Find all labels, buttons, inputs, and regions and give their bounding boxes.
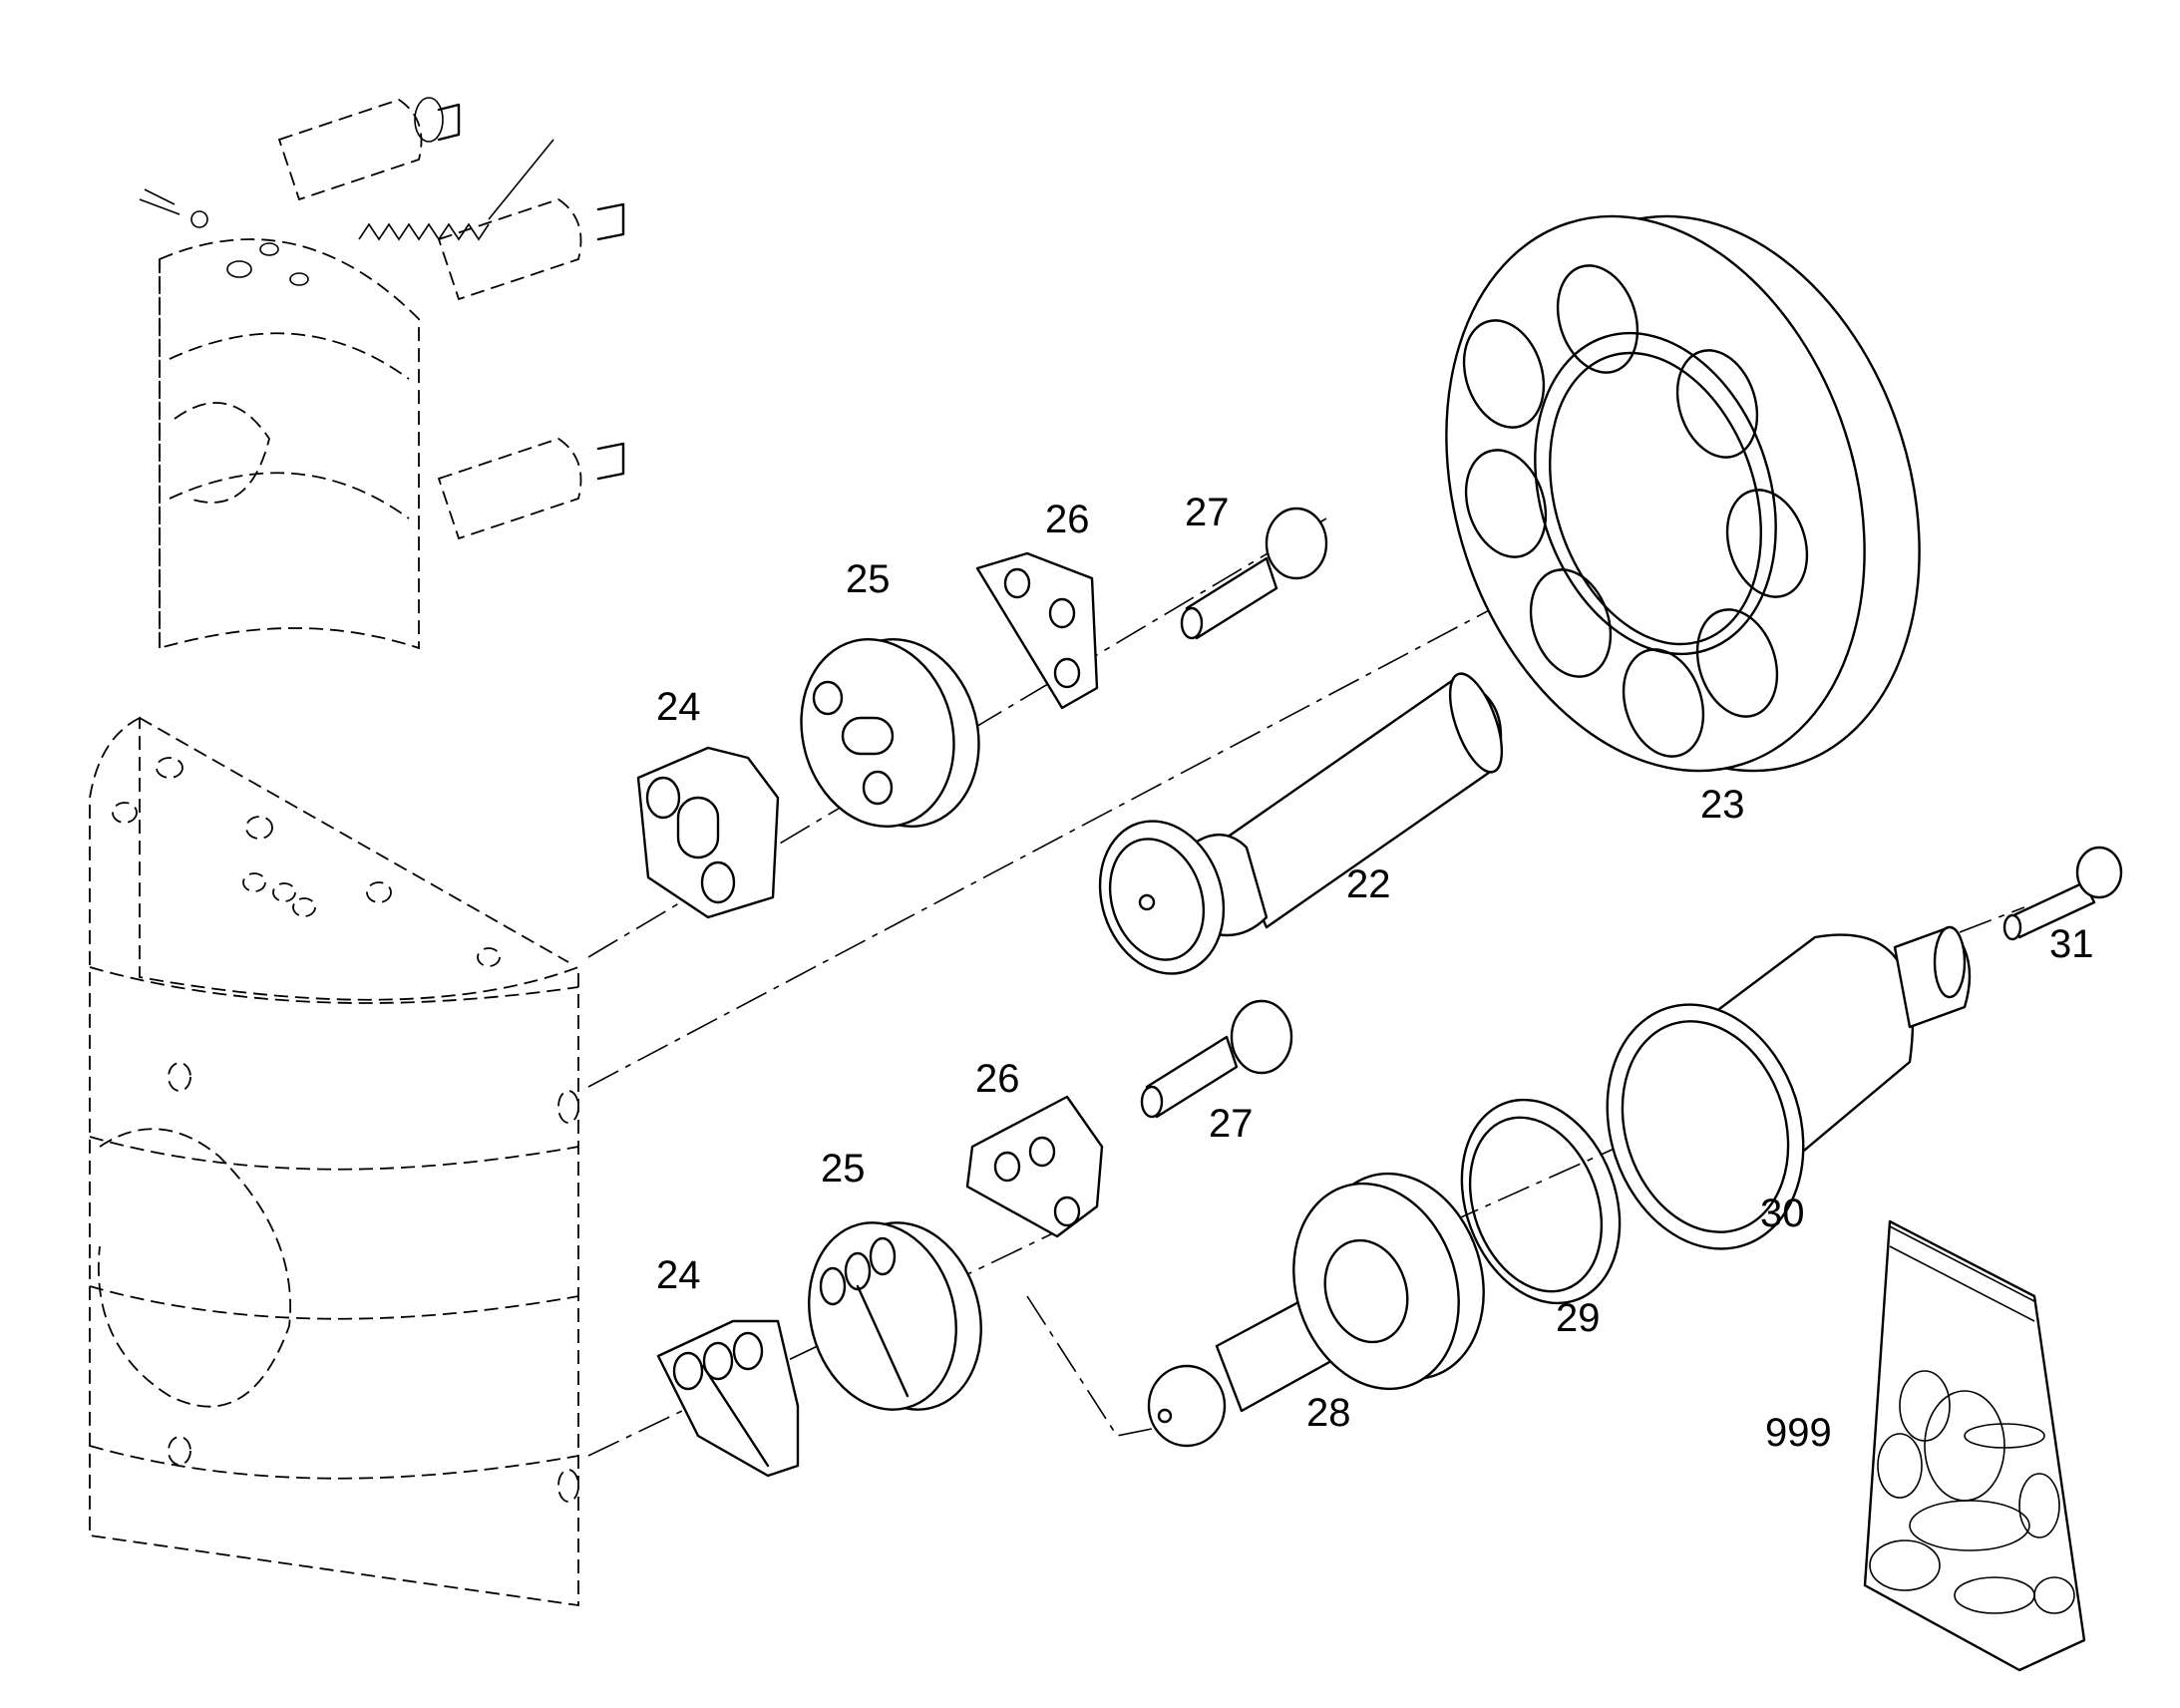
part-28-shaft <box>1147 1172 1485 1448</box>
part-29-ring <box>1460 1098 1622 1305</box>
callout-22: 22 <box>1346 862 1391 906</box>
callout-24-lower: 24 <box>656 1253 701 1297</box>
part-26-upper-bracket <box>975 551 1099 710</box>
part-23-cylinder-plate <box>1445 214 1921 773</box>
part-27-lower-screw <box>1140 999 1293 1119</box>
callout-27-lower: 27 <box>1209 1102 1254 1146</box>
housing-dashed <box>89 716 579 1607</box>
callout-labels: 22 23 24 25 26 27 24 25 26 27 28 29 30 3… <box>656 491 2094 1455</box>
part-999-seal-kit-bag <box>1863 1219 2086 1672</box>
assembly-overview <box>139 97 625 650</box>
callout-30: 30 <box>1760 1192 1805 1235</box>
part-22-piston <box>1098 672 1504 975</box>
callout-24-upper: 24 <box>656 685 701 729</box>
part-27-upper-screw <box>1180 507 1328 640</box>
callout-31: 31 <box>2049 922 2094 966</box>
callout-23: 23 <box>1700 783 1745 827</box>
callout-29: 29 <box>1556 1296 1601 1340</box>
callout-26-lower: 26 <box>975 1057 1020 1101</box>
part-31-screw <box>2002 846 2123 941</box>
part-30-sleeve <box>1606 925 1972 1250</box>
callout-25-upper: 25 <box>846 557 891 601</box>
callout-26-upper: 26 <box>1045 498 1090 541</box>
part-24-lower-plate <box>656 1319 800 1478</box>
part-24-upper-plate <box>636 746 780 919</box>
part-25-upper-disc <box>800 638 980 828</box>
callout-25-lower: 25 <box>821 1147 866 1191</box>
callout-28: 28 <box>1306 1391 1351 1435</box>
callout-27-upper: 27 <box>1185 491 1230 534</box>
part-26-lower-bracket <box>965 1095 1104 1238</box>
callout-999: 999 <box>1765 1411 1832 1455</box>
part-25-lower-disc <box>808 1221 982 1411</box>
